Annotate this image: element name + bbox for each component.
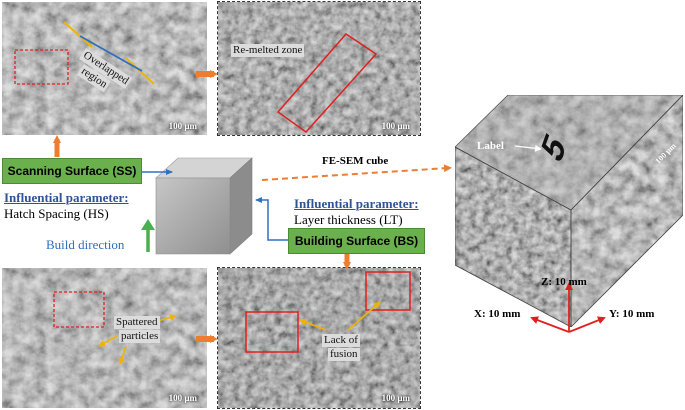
- fesem-cube-faces: [455, 95, 683, 327]
- axis-x-label: X: 10 mm: [474, 308, 521, 320]
- left-param-title: Influential parameter:: [4, 190, 129, 205]
- scanning-surface-box: Scanning Surface (SS): [2, 158, 142, 184]
- sem-panel-bottom-right: Lack of fusion 100 µm: [217, 267, 421, 409]
- scale-bar: 100 µm: [168, 393, 197, 403]
- left-param-value: Hatch Spacing (HS): [4, 206, 109, 221]
- remelted-zone-label: Re-melted zone: [231, 44, 305, 57]
- sem-texture: [2, 268, 207, 408]
- spattered-label-line1: Spattered: [114, 316, 160, 329]
- scale-bar: 100 µm: [381, 121, 410, 131]
- right-param-title: Influential parameter:: [294, 196, 419, 211]
- scale-bar: 100 µm: [381, 393, 410, 403]
- cube-label-text: Label: [477, 140, 504, 152]
- building-surface-box: Building Surface (BS): [288, 228, 425, 254]
- sem-texture: [218, 268, 420, 408]
- right-param-value: Layer thickness (LT): [294, 212, 403, 227]
- axis-z-label: Z: 10 mm: [541, 276, 587, 288]
- axis-y-label: Y: 10 mm: [609, 308, 655, 320]
- scale-bar: 100 µm: [168, 121, 197, 131]
- lack-of-fusion-line1: Lack of: [322, 334, 360, 347]
- fesem-cube: Label 5 100 µm: [455, 95, 683, 327]
- lack-of-fusion-line2: fusion: [328, 348, 360, 361]
- build-cube: [155, 157, 253, 255]
- fesem-cube-label: FE-SEM cube: [322, 155, 389, 167]
- overlap-annotations: [14, 21, 155, 85]
- sem-texture: [218, 2, 420, 135]
- sem-panel-bottom-left: Spattered particles 100 µm: [2, 268, 207, 408]
- build-direction-label: Build direction: [46, 237, 125, 252]
- sem-panel-top-left: Overlapped region 100 µm: [2, 2, 207, 135]
- sem-panel-top-right: Re-melted zone 100 µm: [217, 1, 421, 136]
- spattered-label-line2: particles: [119, 330, 161, 343]
